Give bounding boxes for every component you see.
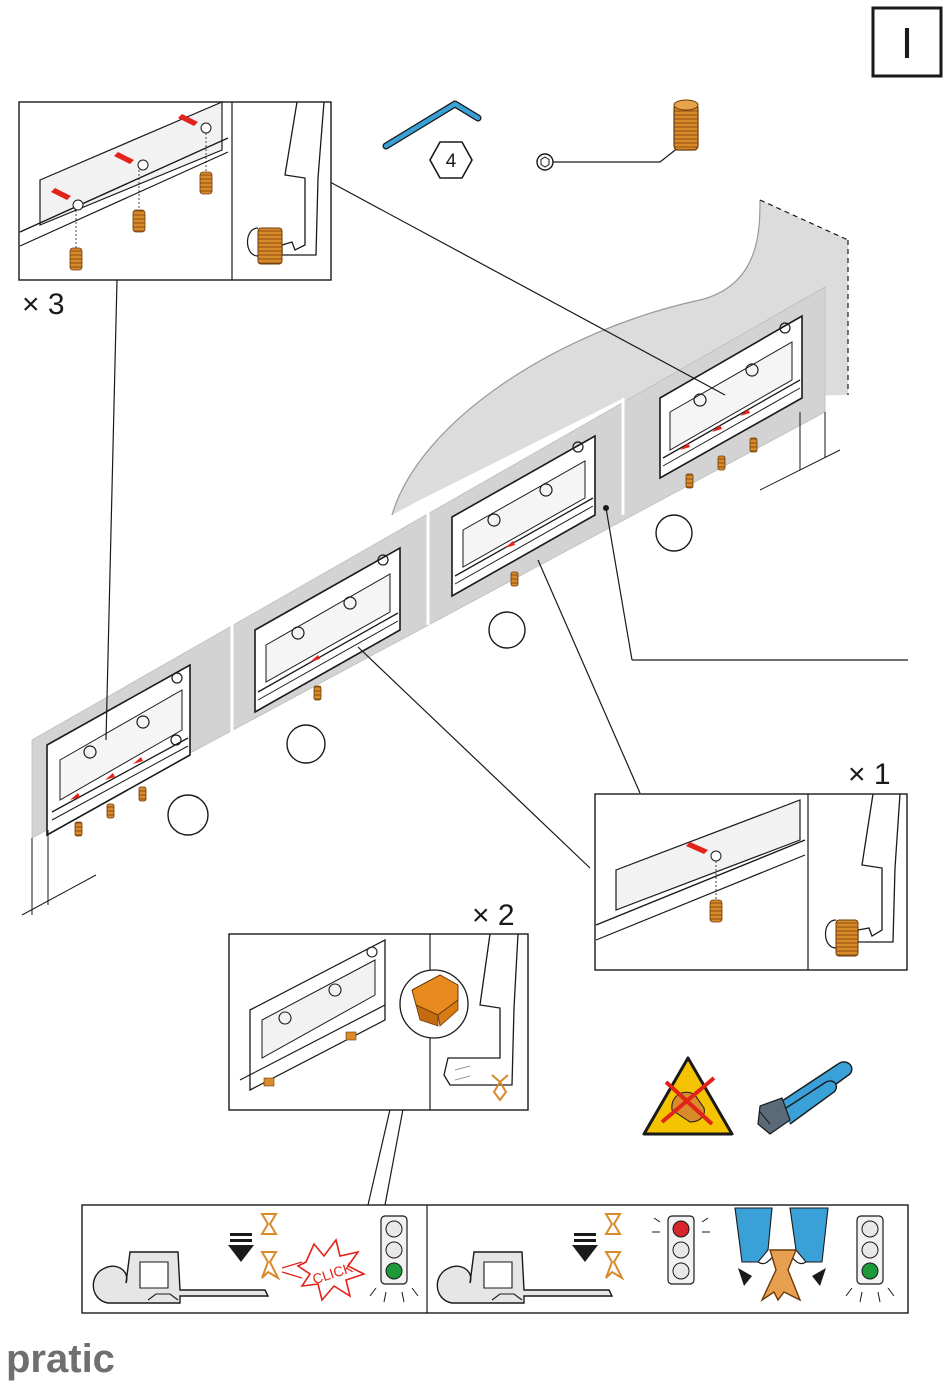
detail-panel-right [595,794,907,970]
detail-callout-circle-4 [656,515,692,551]
qty-label-middle: × 2 [472,899,515,932]
no-hand-force-warning-icon [644,1058,732,1134]
hex-key-icon [386,104,478,146]
brand-logo: pratic [6,1337,115,1381]
detail-callout-circle-1 [168,795,208,835]
qty-label-top-left: × 3 [22,288,65,321]
grub-screw-icon [537,100,698,170]
detail-callout-circle-3 [489,612,525,648]
step-marker-label: I [901,19,913,68]
qty-label-right: × 1 [848,758,891,791]
step-marker: I [873,8,941,76]
hex-key-size-label: 4 [446,151,457,172]
detail-callout-circle-2 [287,725,325,763]
detail-panel-top-left [19,102,331,280]
detail-panel-middle [229,934,528,1110]
hex-key-size-badge: 4 [430,142,472,178]
pliers-icon [758,1062,852,1134]
